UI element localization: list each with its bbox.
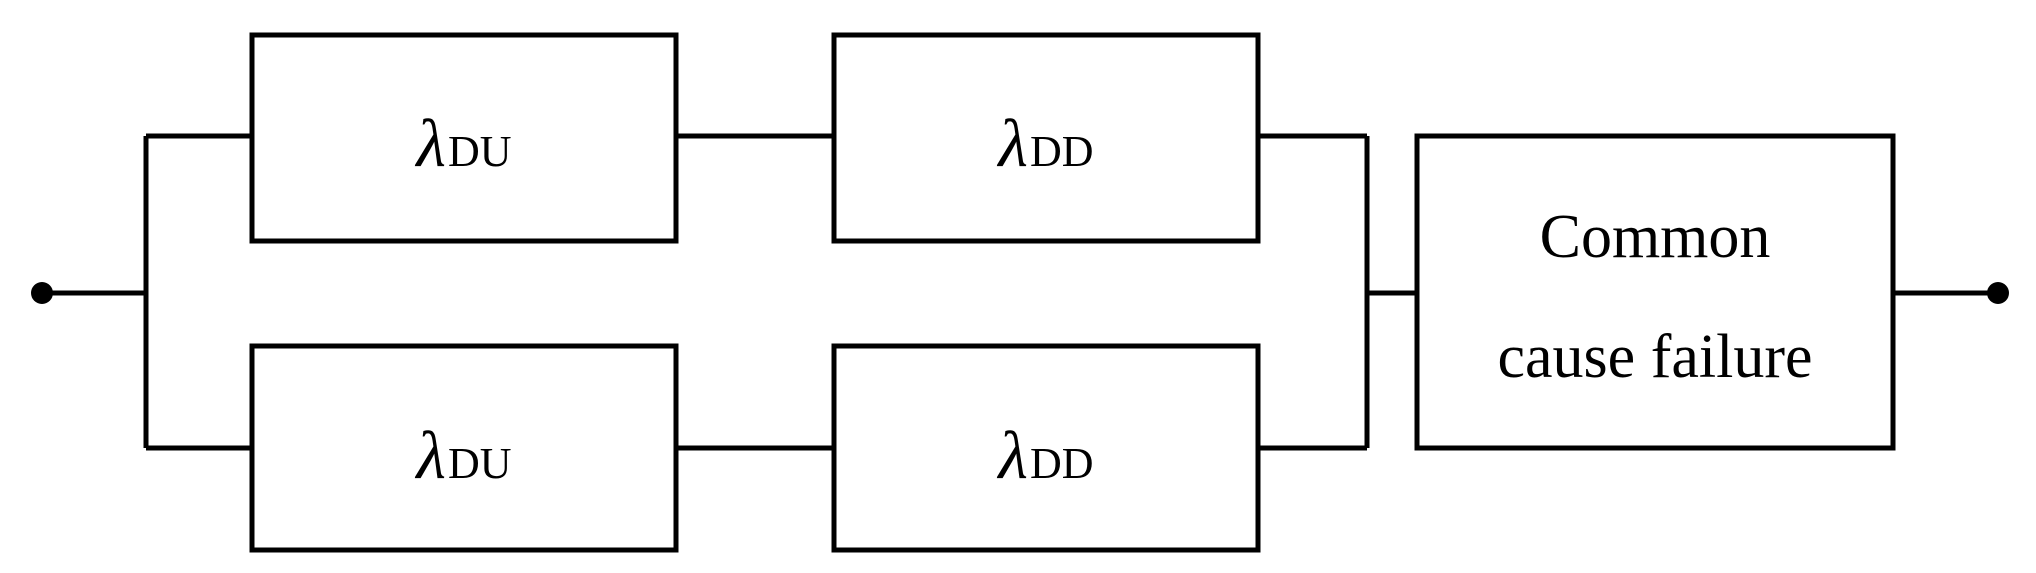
upper-du-block: λDU — [249, 32, 679, 244]
upper-dd-subscript: DD — [1030, 127, 1094, 176]
common-cause-label-line2: cause failure — [1498, 323, 1813, 391]
upper-du-subscript: DU — [448, 127, 512, 176]
lower-dd-subscript: DD — [1030, 439, 1094, 488]
lower-du-box — [249, 343, 679, 553]
output-terminal — [1987, 282, 2009, 304]
upper-dd-label: λDD — [996, 105, 1093, 181]
upper-dd-block: λDD — [831, 32, 1261, 244]
upper-dd-box — [831, 32, 1261, 244]
lower-du-subscript: DU — [448, 439, 512, 488]
upper-du-lambda-symbol: λ — [414, 105, 445, 181]
lower-dd-box — [831, 343, 1261, 553]
lower-dd-block: λDD — [831, 343, 1261, 553]
lower-dd-label: λDD — [996, 417, 1093, 493]
upper-dd-lambda-symbol: λ — [996, 105, 1027, 181]
common-cause-failure-box — [1414, 133, 1896, 451]
lower-du-block: λDU — [249, 343, 679, 553]
input-terminal — [31, 282, 53, 304]
upper-du-label: λDU — [414, 105, 511, 181]
lower-du-lambda-symbol: λ — [414, 417, 445, 493]
common-cause-failure-block: Common cause failure — [1414, 133, 1896, 451]
common-cause-label-line1: Common — [1540, 203, 1771, 271]
upper-du-box — [249, 32, 679, 244]
lower-du-label: λDU — [414, 417, 511, 493]
connection-wires — [42, 133, 1998, 451]
lower-dd-lambda-symbol: λ — [996, 417, 1027, 493]
